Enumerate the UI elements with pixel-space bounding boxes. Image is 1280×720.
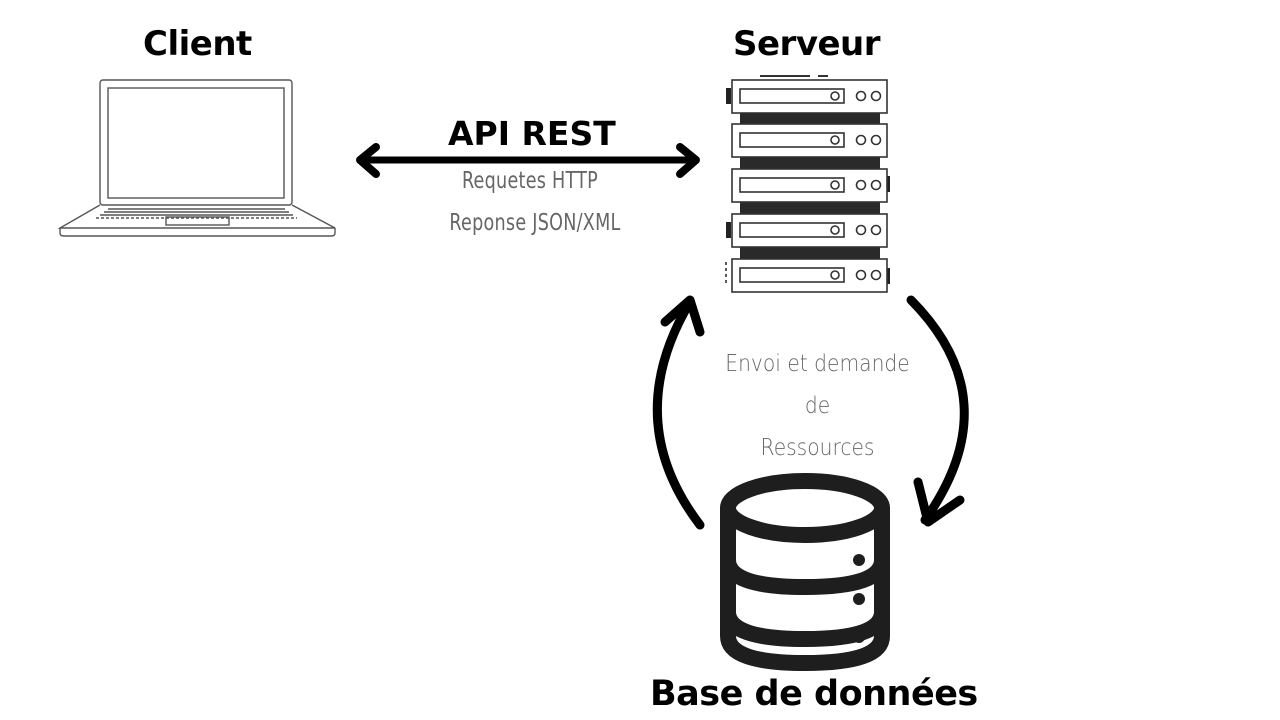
server-unit [731,168,888,203]
api-rest-label: API REST [448,114,616,153]
cycle-label-line-3: Ressources [760,435,875,461]
cycle-label-line-2: de [804,393,831,419]
database-title: Base de données [650,674,978,714]
curved-arrow-down [906,295,969,527]
server-title: Serveur [733,24,881,64]
server-unit [731,258,888,293]
server-unit [731,123,888,158]
cycle-label: Envoi et demande de Ressources [719,343,917,469]
cycle-label-line-1: Envoi et demande [725,351,910,377]
bidirectional-arrow [356,143,700,178]
response-label: Reponse JSON/XML [449,210,621,236]
curved-arrow-up [652,295,705,530]
request-label: Requetes HTTP [461,168,599,194]
server-unit [731,79,888,114]
server-unit [731,213,888,248]
client-title: Client [143,24,252,64]
